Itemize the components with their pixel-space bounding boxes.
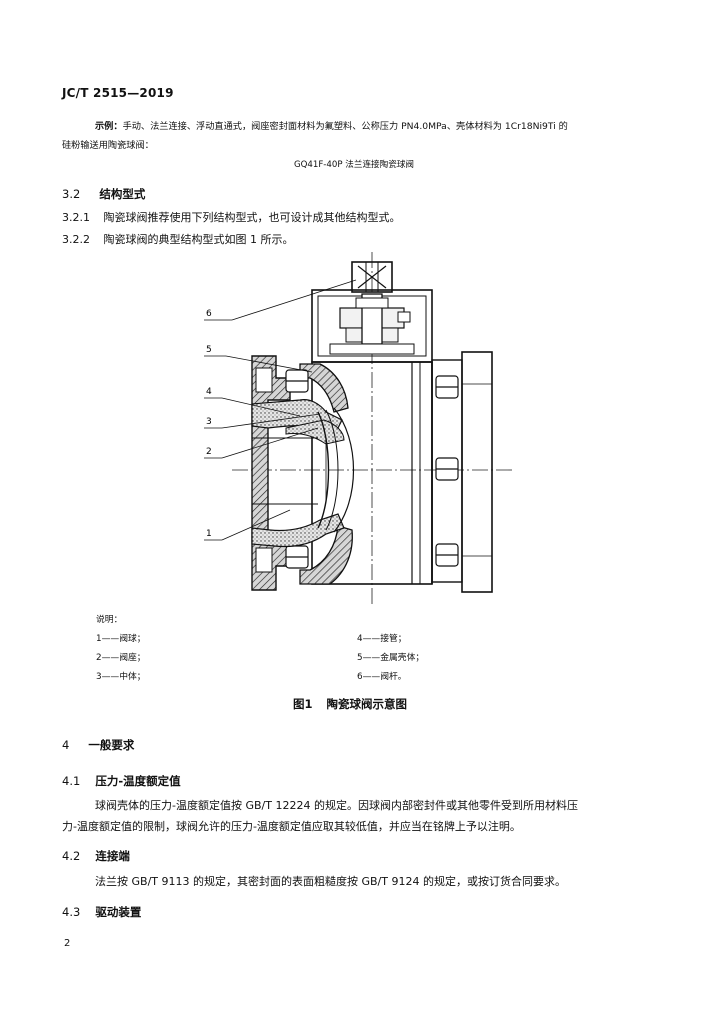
section-3-2-heading: 3.2 结构型式 (62, 183, 145, 202)
section-title: 连接端 (95, 849, 130, 863)
callout-1: 1 (206, 529, 212, 539)
legend-item: 4——接管； (357, 634, 407, 644)
callout-3: 3 (206, 417, 212, 427)
clause-number: 3.2.2 (62, 233, 90, 246)
section-title: 驱动装置 (95, 905, 142, 919)
clause-3-2-1: 3.2.1 陶瓷球阀推荐使用下列结构型式，也可设计成其他结构型式。 (62, 209, 401, 225)
legend-item: 3——中体； (96, 672, 146, 682)
callout-2: 2 (206, 447, 212, 457)
valve-figure: 6 5 4 3 2 1 (204, 252, 512, 604)
figure-title: 陶瓷球阀示意图 (326, 697, 408, 711)
left-bolts (285, 369, 309, 569)
section-4-2-heading: 4.2 连接端 (62, 845, 130, 864)
section-title: 结构型式 (99, 187, 146, 201)
section-number: 4.2 (62, 849, 81, 863)
paragraph-4-2: 法兰按 GB/T 9113 的规定，其密封面的表面粗糙度按 GB/T 9124 … (95, 875, 566, 888)
example-text-1: 手动、法兰连接、浮动直通式，阀座密封面材料为氟塑料、公称压力 PN4.0MPa、… (122, 121, 568, 132)
example-line-1: 示例：手动、法兰连接、浮动直通式，阀座密封面材料为氟塑料、公称压力 PN4.0M… (95, 118, 568, 132)
callout-leaders (204, 279, 357, 541)
legend-item: 2——阀座； (96, 653, 146, 663)
figure-caption: 图1 陶瓷球阀示意图 (293, 696, 407, 712)
clause-number: 3.2.1 (62, 211, 90, 224)
page-number: 2 (64, 938, 71, 949)
valve-ball-edge (317, 411, 330, 529)
paragraph-4-1-line-2: 力-温度额定值的限制，球阀允许的压力-温度额定值应取其较低值，并应当在铭牌上予以… (62, 820, 521, 833)
section-number: 4.3 (62, 905, 81, 919)
section-4-heading: 4 一般要求 (62, 734, 134, 753)
clause-3-2-2: 3.2.2 陶瓷球阀的典型结构型式如图 1 所示。 (62, 231, 294, 247)
clause-text: 陶瓷球阀的典型结构型式如图 1 所示。 (103, 233, 294, 246)
section-title: 压力-温度额定值 (95, 774, 181, 788)
legend-title: 说明： (96, 615, 123, 625)
legend-item: 5——金属壳体； (357, 653, 425, 663)
legend-item: 1——阀球； (96, 634, 146, 644)
right-bolts (435, 375, 459, 567)
callout-5: 5 (206, 345, 212, 355)
paragraph-4-1-line-1: 球阀壳体的压力-温度额定值按 GB/T 12224 的规定。因球阀内部密封件或其… (95, 799, 578, 812)
section-number: 3.2 (62, 187, 81, 201)
standard-number: JC/T 2515—2019 (62, 86, 174, 100)
clause-text: 陶瓷球阀推荐使用下列结构型式，也可设计成其他结构型式。 (103, 211, 401, 224)
example-model: GQ41F-40P 法兰连接陶瓷球阀 (294, 160, 415, 170)
metal-shell-upper (299, 363, 349, 413)
callout-6: 6 (206, 309, 212, 319)
section-number: 4 (62, 738, 70, 752)
section-4-3-heading: 4.3 驱动装置 (62, 901, 141, 920)
section-4-1-heading: 4.1 压力-温度额定值 (62, 770, 181, 789)
right-flange (461, 351, 493, 593)
legend-item: 6——阀杆。 (357, 672, 407, 682)
example-line-2: 硅粉输送用陶瓷球阀： (62, 140, 154, 151)
section-title: 一般要求 (88, 738, 135, 752)
example-prefix: 示例： (95, 121, 123, 132)
callout-4: 4 (206, 387, 212, 397)
section-number: 4.1 (62, 774, 81, 788)
figure-number: 图1 (293, 697, 313, 711)
